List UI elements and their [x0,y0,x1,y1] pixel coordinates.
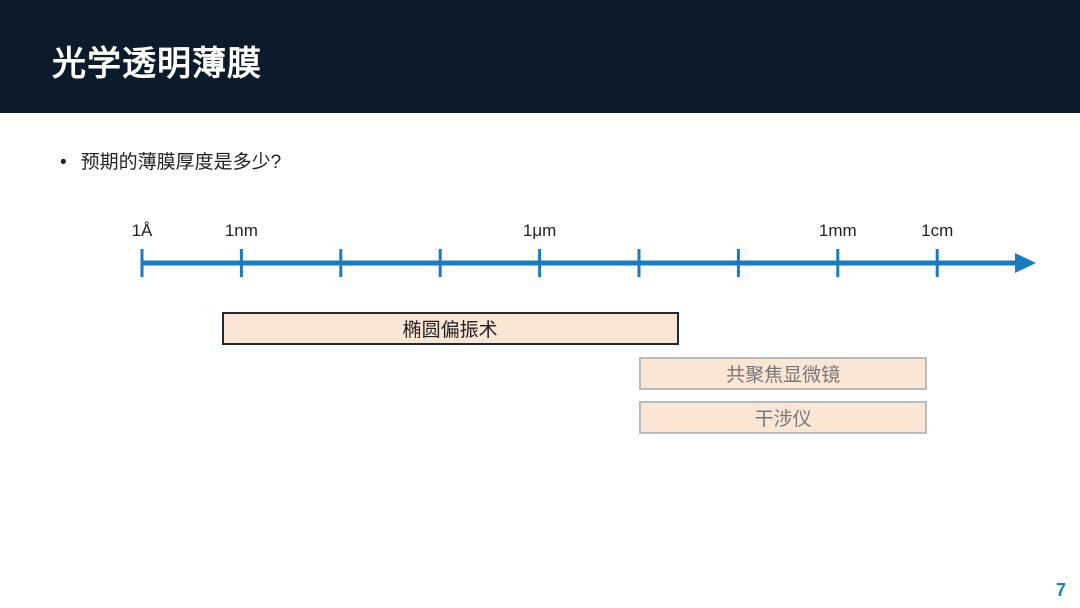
method-label: 共聚焦显微镜 [726,365,841,386]
scale-label: 1mm [818,221,857,240]
method-range-bar: 干涉仪 [639,401,928,434]
bullet-text: 预期的薄膜厚度是多少? [80,152,282,173]
bullet-question: • 预期的薄膜厚度是多少? [60,147,281,174]
method-label: 椭圆偏振术 [402,320,498,341]
method-range-bar: 共聚焦显微镜 [639,357,928,390]
bullet-marker: • [60,152,67,173]
scale-label: 1nm [224,221,258,240]
scale-label: 1cm [921,221,954,240]
page-number: 7 [1056,580,1067,600]
method-label: 干涉仪 [754,409,812,430]
title-bar: 光学透明薄膜 [0,0,1080,113]
slide-title: 光学透明薄膜 [52,45,262,83]
method-range-bar: 椭圆偏振术 [221,312,679,345]
scale-label: 1μm [522,221,557,240]
scale-label: 1Å [131,221,153,240]
arrow-head-icon [1015,253,1036,273]
